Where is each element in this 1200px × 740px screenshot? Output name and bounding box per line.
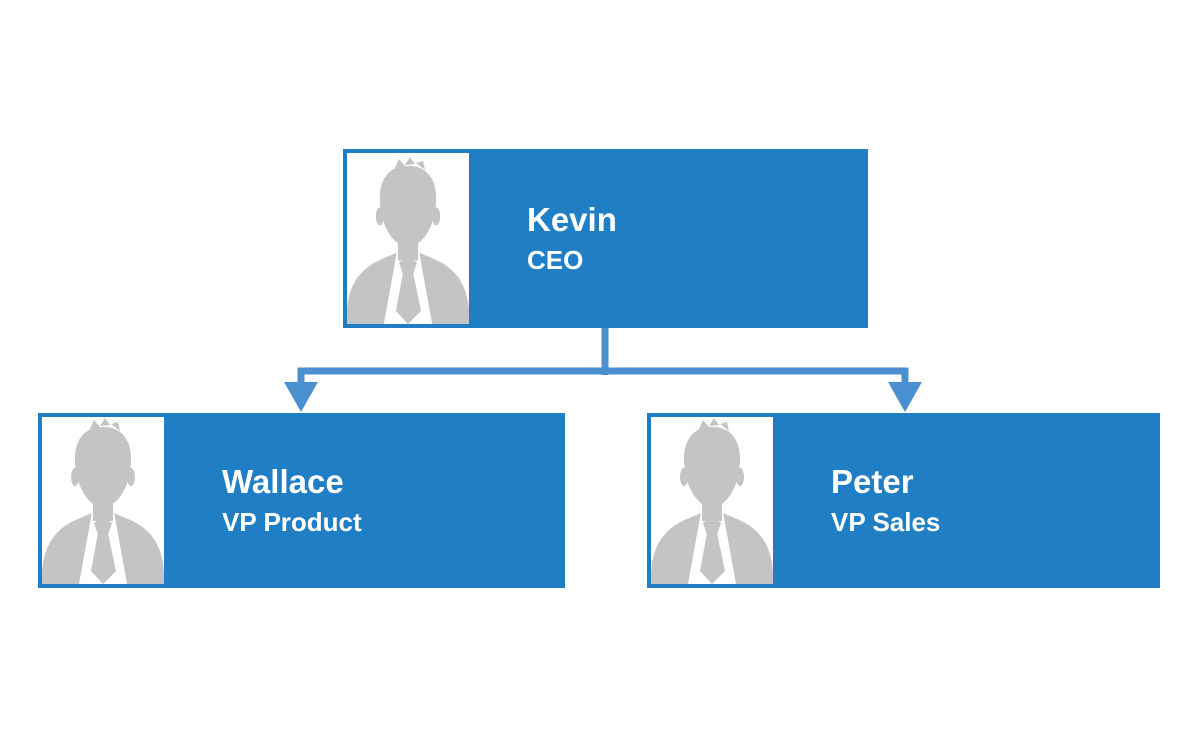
person-silhouette-icon	[651, 417, 773, 584]
org-node-ceo: Kevin CEO	[343, 149, 868, 328]
person-title: VP Product	[222, 506, 362, 537]
arrow-down-icon	[888, 382, 922, 412]
person-title: VP Sales	[831, 506, 941, 537]
person-name: Peter	[831, 463, 914, 501]
node-text-block: Peter VP Sales	[777, 413, 940, 588]
person-photo-placeholder	[651, 417, 773, 584]
person-name: Kevin	[527, 201, 617, 239]
person-silhouette-icon	[42, 417, 164, 584]
arrow-down-icon	[284, 382, 318, 412]
person-title: CEO	[527, 244, 584, 275]
org-node-vp-sales: Peter VP Sales	[647, 413, 1160, 588]
node-text-block: Kevin CEO	[473, 149, 617, 328]
person-photo-placeholder	[347, 153, 469, 324]
node-text-block: Wallace VP Product	[168, 413, 362, 588]
person-photo-placeholder	[42, 417, 164, 584]
org-node-vp-product: Wallace VP Product	[38, 413, 565, 588]
connector-branch-line	[297, 367, 909, 384]
person-silhouette-icon	[347, 153, 469, 324]
person-name: Wallace	[222, 463, 344, 501]
